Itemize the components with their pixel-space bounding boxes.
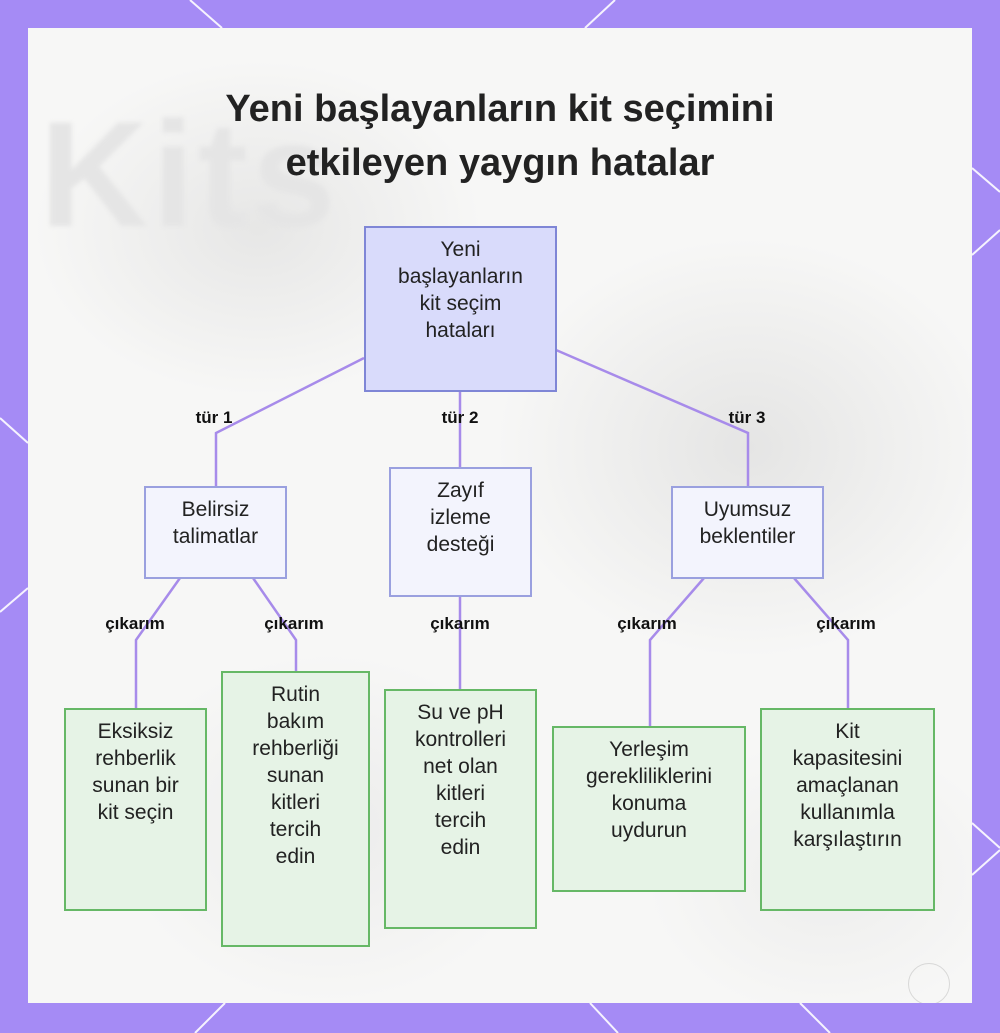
page-title: Yeni başlayanların kit seçimini etkileye… bbox=[28, 82, 972, 190]
leaf-placement-requirements: Yerleşim gerekliliklerini konuma uydurun bbox=[552, 726, 746, 892]
background-word: Kits bbox=[40, 90, 340, 258]
leaf-routine-care: Rutin bakım rehberliği sunan kitleri ter… bbox=[221, 671, 370, 947]
infographic-card: Kits Yeni başlayanların kit seçimini etk… bbox=[28, 28, 972, 1003]
node-weak-monitoring-support: Zayıf izleme desteği bbox=[389, 467, 532, 597]
edge-label-implication5: çıkarım bbox=[816, 614, 876, 633]
edge-label-type2: tür 2 bbox=[441, 408, 479, 427]
leaf-water-ph-controls: Su ve pH kontrolleri net olan kitleri te… bbox=[384, 689, 537, 929]
edge-type1-leaf1 bbox=[134, 577, 182, 708]
edge-root-type1 bbox=[214, 356, 365, 486]
leaf-complete-guidance: Eksiksiz rehberlik sunan bir kit seçin bbox=[64, 708, 207, 911]
edge-type3-leaf5 bbox=[793, 577, 850, 708]
edge-type1-leaf2 bbox=[251, 577, 298, 671]
edge-label-implication4: çıkarım bbox=[617, 614, 677, 633]
edge-label-implication3: çıkarım bbox=[430, 614, 490, 633]
title-line-1: Yeni başlayanların kit seçimini bbox=[225, 88, 775, 130]
edge-label-type3: tür 3 bbox=[728, 408, 766, 427]
edge-label-implication1: çıkarım bbox=[105, 614, 165, 633]
node-mismatched-expectations: Uyumsuz beklentiler bbox=[671, 486, 824, 579]
edge-type3-leaf4 bbox=[648, 577, 705, 726]
leaf-capacity-comparison: Kit kapasitesini amaçlanan kullanımla ka… bbox=[760, 708, 935, 911]
node-unclear-instructions: Belirsiz talimatlar bbox=[144, 486, 287, 579]
mind-map: tür 1 tür 2 tür 3 çıkarım çıkarım çıkarı… bbox=[28, 28, 972, 1003]
connector-lines bbox=[134, 348, 850, 726]
title-line-2: etkileyen yaygın hatalar bbox=[285, 142, 715, 184]
edge-label-implication2: çıkarım bbox=[264, 614, 324, 633]
watermark-icon bbox=[908, 963, 950, 1003]
edge-label-type1: tür 1 bbox=[195, 408, 233, 427]
edge-root-type3 bbox=[555, 348, 750, 486]
root-node: Yeni başlayanların kit seçim hataları bbox=[364, 226, 557, 392]
